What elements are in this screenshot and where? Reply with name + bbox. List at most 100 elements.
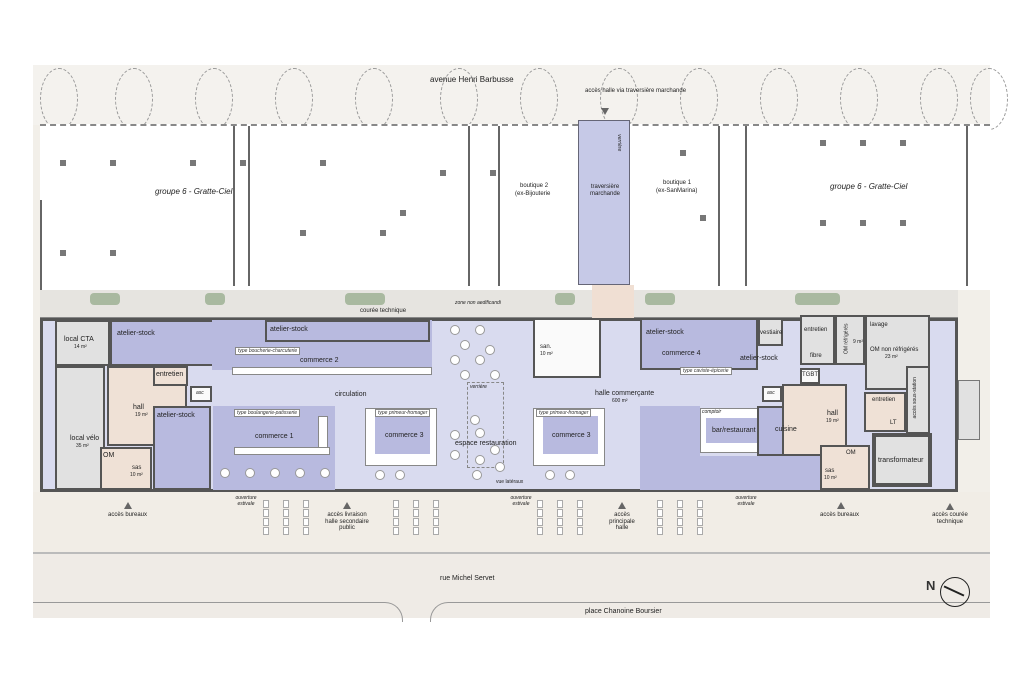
terrace-seat: [677, 509, 683, 517]
terrace-seat: [677, 518, 683, 526]
commerce2-label: commerce 2: [300, 357, 339, 364]
tree-icon: [40, 68, 78, 130]
planter: [555, 293, 575, 305]
terrace-seat: [537, 500, 543, 508]
boutique1-label: boutique 1: [663, 180, 692, 186]
couree-label: courée technique: [360, 308, 407, 314]
road: [33, 552, 990, 618]
commerce1-type: type boulangerie-patisserie: [234, 409, 301, 417]
table-icon: [450, 450, 460, 460]
terrace-seat: [577, 527, 583, 535]
wall: [498, 126, 500, 286]
asc-right-label: asc: [767, 390, 775, 396]
om-nonref-area: 23 m²: [885, 354, 898, 360]
table-icon: [375, 470, 385, 480]
room-entretien-fibre: [800, 315, 835, 365]
atelier-stock-3-label: atelier-stock: [270, 326, 308, 333]
traversiere-label: traversière marchande: [589, 184, 621, 197]
hall-right-area: 19 m²: [826, 418, 839, 424]
column: [680, 150, 686, 156]
espace-restauration-label: espace restauration: [455, 440, 517, 447]
atelier-stock-5-label: atelier-stock: [740, 355, 778, 362]
local-velo-label: local vélo: [70, 435, 100, 442]
lt-label: LT: [890, 420, 897, 426]
comptoir-label: comptoir: [702, 409, 722, 415]
room-sanitaires: [533, 318, 601, 378]
acces-bureaux-right: accès bureaux: [820, 512, 860, 518]
terrace-seat: [557, 527, 563, 535]
room-hall-right: [782, 384, 847, 456]
table-icon: [295, 468, 305, 478]
street-rue-michel-servet: rue Michel Servet: [440, 575, 495, 582]
table-icon: [460, 340, 470, 350]
column: [400, 210, 406, 216]
tree-icon: [520, 68, 558, 130]
column: [820, 220, 826, 226]
tree-icon: [840, 68, 878, 130]
access-halle-label: accès halle via traversière marchande: [585, 88, 687, 94]
table-icon: [450, 355, 460, 365]
wall: [745, 126, 747, 286]
circulation-label: circulation: [335, 391, 367, 398]
boutique2-label: boutique 2: [520, 183, 549, 189]
terrace-seat: [557, 509, 563, 517]
om-left-label: OM: [103, 452, 115, 459]
commerce3-left-label: commerce 3: [385, 432, 424, 439]
table-icon: [485, 345, 495, 355]
table-icon: [450, 430, 460, 440]
terrace-seat: [577, 509, 583, 517]
counter: [318, 416, 328, 448]
room-entretien-lt: [864, 392, 906, 432]
halle-area: 600 m²: [612, 398, 628, 404]
column: [440, 170, 446, 176]
om-right-label: OM: [846, 450, 856, 456]
tree-icon: [760, 68, 798, 130]
san-label: san.: [540, 344, 552, 350]
north-label: N: [926, 578, 936, 593]
curb: [33, 602, 403, 622]
group-left-label: groupe 6 - Gratte-Ciel: [155, 187, 233, 196]
sous-station-label: accès sous-station: [911, 377, 918, 419]
terrace-seat: [303, 509, 309, 517]
column: [110, 160, 116, 166]
terrace-seat: [577, 518, 583, 526]
acces-livraison: accès livraison halle secondaire public: [325, 512, 369, 532]
room-sas-right: [820, 445, 870, 490]
terrace-seat: [393, 527, 399, 535]
tree-icon: [275, 68, 313, 130]
column: [320, 160, 326, 166]
zone-label: zone non aedificandi: [455, 300, 501, 306]
planter: [90, 293, 120, 305]
room-asc-right: [762, 386, 782, 402]
column: [860, 220, 866, 226]
table-icon: [475, 355, 485, 365]
tree-icon: [355, 68, 393, 130]
terrace-seat: [657, 527, 663, 535]
terrace-seat: [697, 527, 703, 535]
place-curb: [430, 602, 990, 622]
column: [860, 140, 866, 146]
commerce4-label: commerce 4: [662, 350, 701, 357]
room-transformateur: [872, 433, 932, 487]
column: [380, 230, 386, 236]
transformateur-label: transformateur: [878, 457, 924, 464]
column: [240, 160, 246, 166]
room-tgbt: [800, 368, 820, 384]
sas-left-label: sas: [132, 465, 142, 471]
boutique1-sub: (ex-SanMarina): [656, 188, 698, 194]
place-chanoine-boursier: place Chanoine Boursier: [585, 608, 662, 615]
cuisine-label: cuisine: [775, 426, 797, 433]
table-icon: [490, 445, 500, 455]
terrace-seat: [433, 509, 439, 517]
terrace-seat: [657, 500, 663, 508]
room-vestiaire: [758, 318, 783, 346]
terrace-seat: [303, 527, 309, 535]
ouverture-1: ouverture estivale: [235, 495, 257, 507]
vestiaire-label: vestiaire: [760, 330, 783, 336]
terrace-seat: [433, 527, 439, 535]
sas-right-label: sas: [825, 468, 835, 474]
planter: [205, 293, 225, 305]
room-local-velo: [55, 366, 105, 490]
terrace-seat: [433, 500, 439, 508]
commerce1-label: commerce 1: [255, 433, 294, 440]
